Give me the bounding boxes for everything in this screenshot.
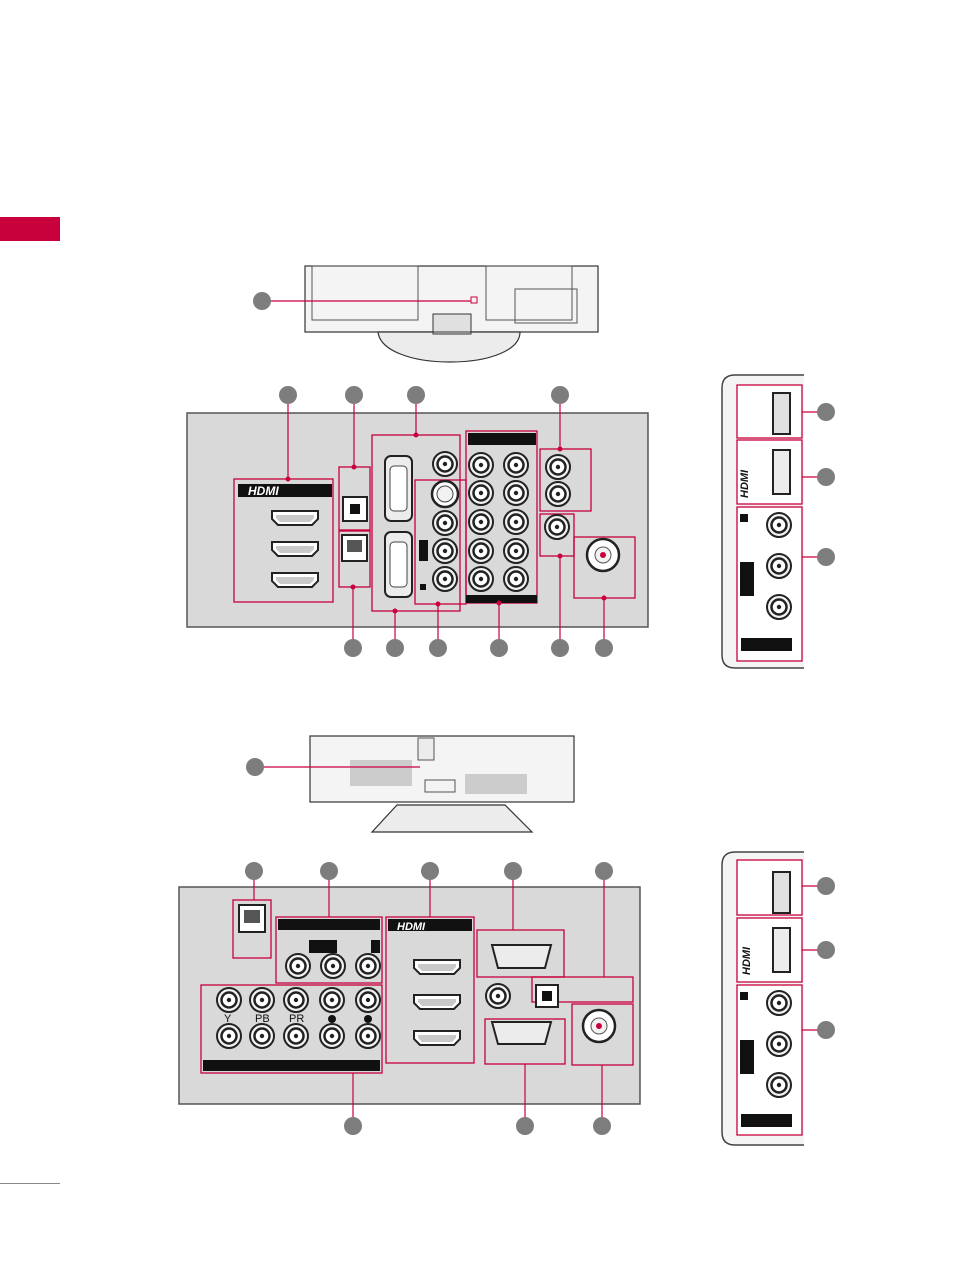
hdmi-label-2: HDMI — [397, 921, 426, 933]
label-y: Y — [224, 1013, 232, 1025]
tv-rear-view-2 — [310, 736, 574, 832]
rear-panel-1 — [187, 413, 648, 627]
hdmi-label-1: HDMI — [248, 484, 279, 498]
tv-rear-view-1 — [305, 266, 598, 362]
side-hdmi-label-1: HDMI — [739, 469, 751, 498]
side-hdmi-label-2: HDMI — [741, 946, 753, 975]
footer-rule — [0, 1183, 60, 1184]
side-panel-2: HDMI — [722, 852, 835, 1145]
label-pb: PB — [255, 1013, 270, 1025]
label-pr: PR — [289, 1013, 304, 1025]
side-panel-1: HDMI — [722, 375, 835, 668]
